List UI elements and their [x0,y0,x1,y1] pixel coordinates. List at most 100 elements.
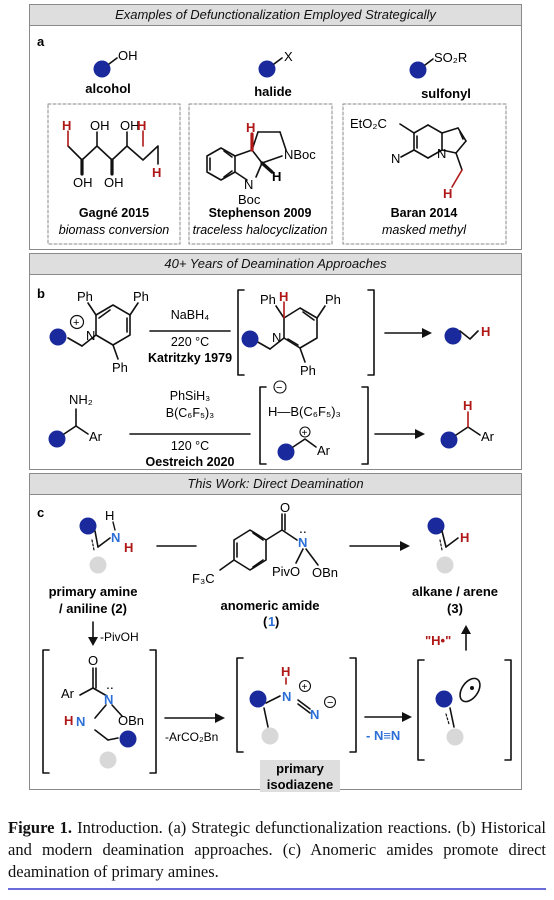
intermediate-bracket-5 [417,659,512,761]
isodiazene-atoms: H N N [281,664,319,722]
svg-text:Ph: Ph [325,292,341,307]
ref-katritzky: Katritzky 1979 [148,351,232,365]
substrate-dot [277,443,295,461]
panel-b [29,274,522,470]
caption-figure-label: Figure 1. [8,818,72,837]
gagne-structure [67,130,159,176]
svg-text:..: .. [106,676,114,692]
sulfonyl-sub: SO₂R [434,50,467,65]
svg-text:H: H [124,540,133,555]
svg-text:NBoc: NBoc [284,147,316,162]
svg-text:H: H [64,713,73,728]
temp-220: 220 °C [171,335,209,349]
halide-sub: X [284,49,293,64]
step-pivoh: -PivOH [100,630,139,644]
svg-text:H: H [279,289,288,304]
svg-text:PivO: PivO [272,564,300,579]
svg-text:): ) [275,614,279,629]
substrate-dot [93,60,111,78]
caption-text: Introduction. (a) Strategic defunctional… [8,818,546,881]
alcohol-group: OH alcohol [85,48,137,96]
primary-amine-structure: H N H [79,508,133,574]
gagne-subtitle: biomass conversion [59,223,170,237]
svg-text:Ar: Ar [89,429,103,444]
substrate-dot [409,61,427,79]
intermediate-bracket-4 [236,657,357,753]
alkane-arene-label: alkane / arene [412,584,498,599]
aniline-label: / aniline (2) [59,601,127,616]
baran-structure [399,123,467,188]
gagne-atoms: H OH OH H OH OH H [62,118,161,190]
intermediate-bracket-2 [259,386,369,465]
amine-structure: NH₂ Ar [48,392,103,448]
substrate-dot [258,60,276,78]
svg-text:(: ( [263,614,268,629]
step-n2: - N≡N [366,728,400,743]
pyridinium-atoms: Ph Ph N Ph [77,289,149,375]
ref-oestreich: Oestreich 2020 [146,455,235,469]
svg-text:Ar: Ar [61,686,75,701]
svg-text:O: O [88,653,98,668]
panel-c-header: This Work: Direct Deamination [29,473,522,495]
svg-text:−: − [327,697,333,709]
baran-title: Baran 2014 [391,206,458,220]
product-num: (3) [447,601,463,616]
svg-text:OH: OH [104,175,124,190]
intermediate-bracket-1 [237,289,375,376]
substrate-dot [119,730,137,748]
primary-amine-label: primary amine [49,584,138,599]
svg-text:Ar: Ar [317,443,331,458]
radical-dot [470,686,474,690]
svg-text:H: H [463,398,472,413]
substrate-dot [249,690,267,708]
svg-text:Ph: Ph [112,360,128,375]
svg-text:H: H [246,120,255,135]
alcohol-sub: OH [118,48,138,63]
stephenson-subtitle: traceless halocyclization [193,223,328,237]
sulfonyl-label: sulfonyl [421,86,471,101]
svg-text:H: H [62,118,71,133]
svg-text:N: N [111,530,120,545]
primary-label: primary [276,761,324,776]
svg-text:H: H [460,530,469,545]
substrate-dot [48,430,66,448]
stephenson-atoms: H NBoc H N Boc [238,120,316,207]
substrate-dot [427,517,445,535]
svg-text:H: H [137,118,146,133]
intermediate-bracket-3 [42,649,157,774]
svg-text:H: H [105,508,114,523]
svg-text:N: N [86,328,95,343]
svg-text:N: N [244,177,253,192]
isodiazene-label-bg [260,760,340,792]
caption-rule [8,888,546,890]
svg-text:NH₂: NH₂ [69,392,93,407]
svg-text:N: N [104,692,113,707]
svg-text:N: N [310,707,319,722]
svg-text:Ph: Ph [260,292,276,307]
svg-text:+: + [302,428,308,439]
svg-text:Ph: Ph [300,363,316,378]
svg-text:N: N [391,151,400,166]
panel-c-letter: c [37,505,44,520]
svg-text:N: N [298,535,307,550]
substrate-dot [79,517,97,535]
svg-text:+: + [302,682,308,693]
pyridinium-structure [67,302,139,360]
temp-120: 120 °C [171,439,209,453]
svg-text:O: O [280,500,290,515]
svg-text:N: N [272,330,281,345]
svg-text:H: H [443,186,452,201]
svg-text:H: H [281,664,290,679]
example-box-stephenson [188,103,333,245]
panel-a [29,25,522,250]
svg-text:OH: OH [120,118,140,133]
substrate-dot [435,690,453,708]
cation-charge [69,314,85,330]
svg-text:H: H [272,169,281,184]
baran-atoms: EtO₂C N N H [350,116,452,201]
anomeric-amide-atoms: O N .. F₃C PivO OBn [192,500,338,586]
isodiazene-label: isodiazene [267,777,333,792]
sulfonyl-group: SO₂R sulfonyl [409,50,471,101]
reagent-bcf: B(C₆F₅)₃ [166,406,215,420]
stephenson-structure [206,131,287,181]
